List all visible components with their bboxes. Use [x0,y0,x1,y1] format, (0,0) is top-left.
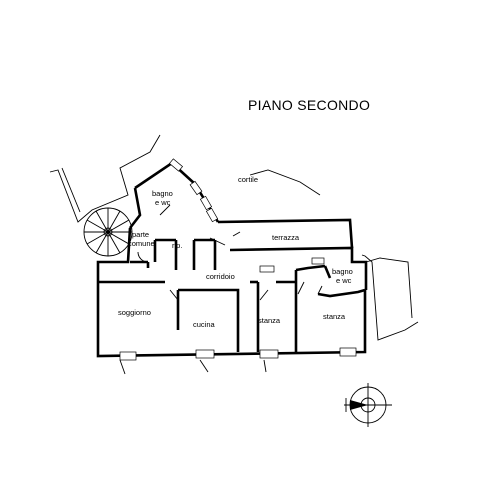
label-bagno-1-line1: bagno [152,189,173,198]
door-swings [119,204,323,375]
exterior-walls [96,161,368,358]
label-parte-comune-line1: parte [132,230,149,239]
label-stanza-2: stanza [323,312,346,321]
label-cucina: cucina [193,320,216,329]
label-cortile: cortile [238,175,258,184]
label-terrazza: terrazza [272,233,300,242]
floor-title: PIANO SECONDO [248,97,370,113]
interior-walls [98,238,366,352]
windows [119,158,357,361]
label-corridoio: corridoio [206,272,235,281]
compass-icon [344,383,392,427]
label-rip: rip. [172,241,182,250]
label-soggiorno: soggiorno [118,308,151,317]
room-labels: cortile bagno e wc parte comune rip. ter… [118,175,353,329]
label-parte-comune-line2: comune [128,239,155,248]
label-stanza-1: stanza [258,316,281,325]
neighbour-outlines [49,134,419,341]
label-bagno-1-line2: e wc [155,198,171,207]
label-bagno-2-line1: bagno [332,267,353,276]
label-bagno-2-line2: e wc [336,276,352,285]
spiral-staircase [83,207,133,257]
